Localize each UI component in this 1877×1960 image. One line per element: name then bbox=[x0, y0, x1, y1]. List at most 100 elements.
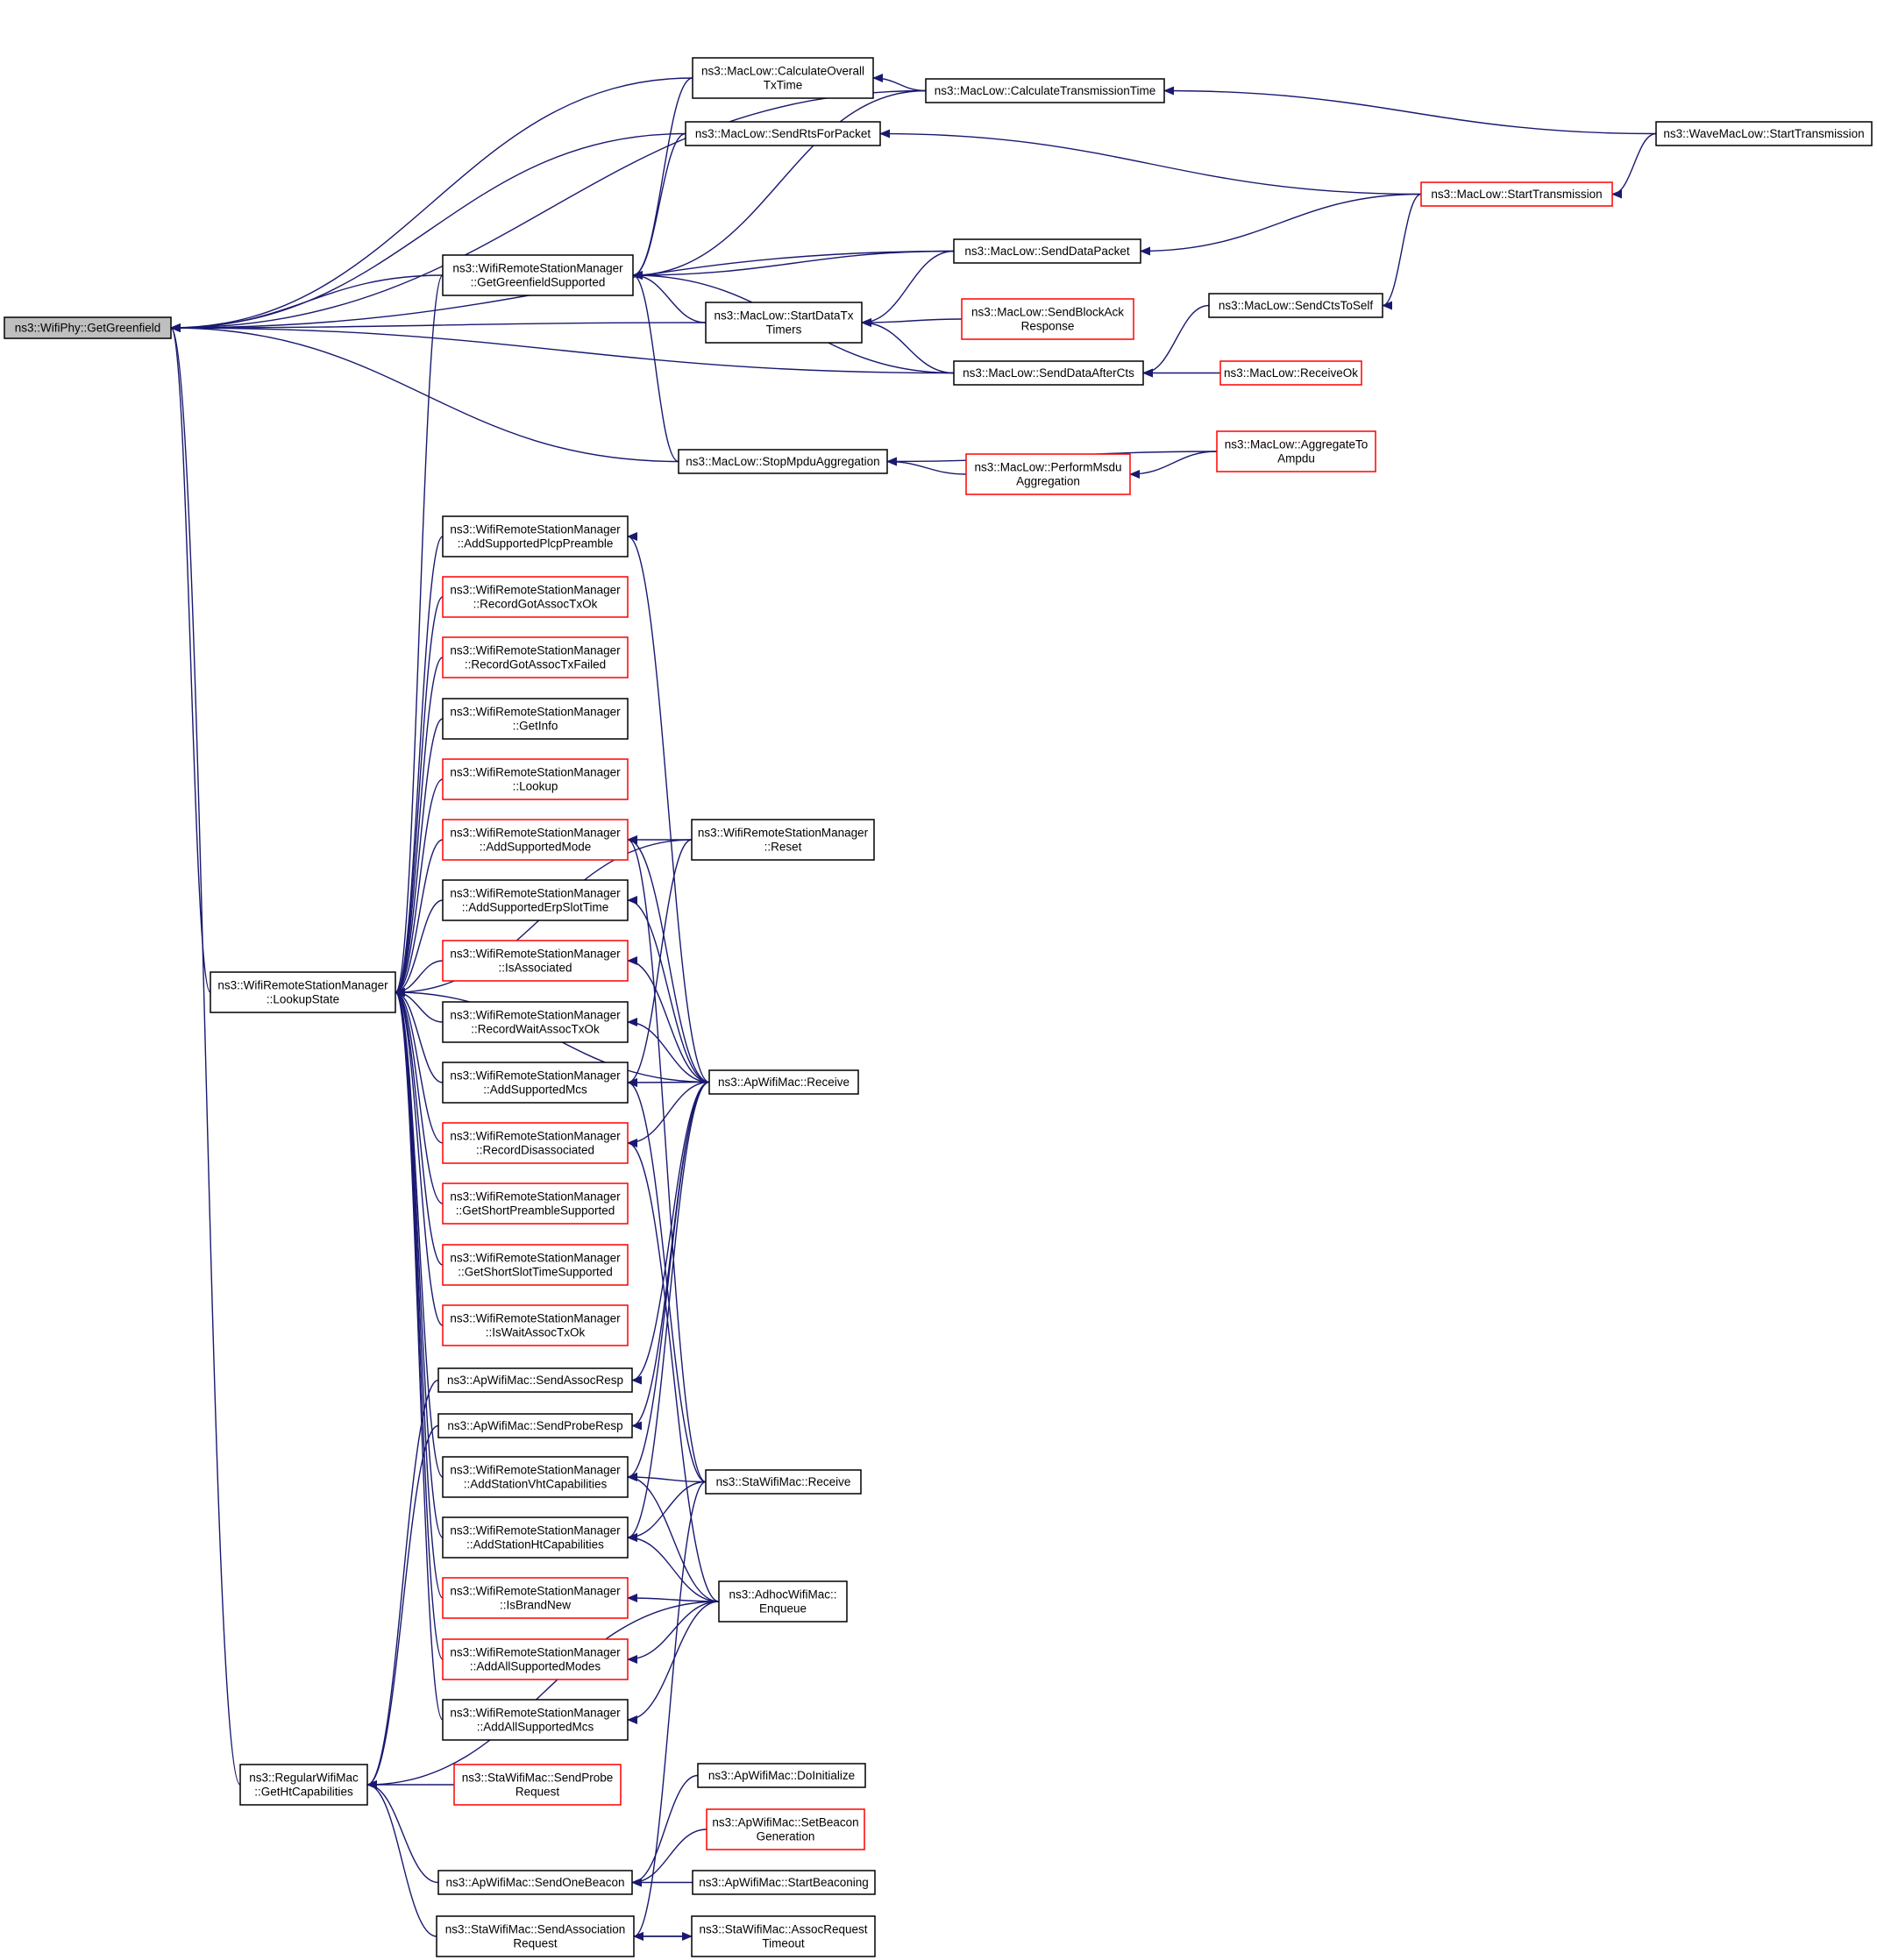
node-box-performmsdu[interactable] bbox=[965, 453, 1131, 495]
node-box-starttx[interactable] bbox=[1420, 181, 1613, 207]
node-recorddisassoc[interactable]: ns3::WifiRemoteStationManager::RecordDis… bbox=[442, 1122, 629, 1164]
node-box-getshortslot[interactable] bbox=[442, 1244, 629, 1286]
node-box-adhocenqueue[interactable] bbox=[718, 1580, 848, 1623]
node-receiveok[interactable]: ns3::MacLow::ReceiveOk bbox=[1219, 360, 1362, 386]
node-recordgotok[interactable]: ns3::WifiRemoteStationManager::RecordGot… bbox=[442, 576, 629, 618]
node-senddatapacket[interactable]: ns3::MacLow::SendDataPacket bbox=[953, 238, 1141, 264]
node-reset[interactable]: ns3::WifiRemoteStationManager::Reset bbox=[691, 819, 875, 861]
node-adhocenqueue[interactable]: ns3::AdhocWifiMac::Enqueue bbox=[718, 1580, 848, 1623]
node-box-stareceive[interactable] bbox=[705, 1469, 862, 1495]
node-getshortpreamble[interactable]: ns3::WifiRemoteStationManager::GetShortP… bbox=[442, 1182, 629, 1225]
node-box-lookupstate[interactable] bbox=[210, 971, 396, 1013]
node-box-addallmodes[interactable] bbox=[442, 1638, 629, 1680]
node-box-adderp[interactable] bbox=[442, 879, 629, 921]
node-box-getht[interactable] bbox=[239, 1764, 368, 1806]
node-box-sendproberesp[interactable] bbox=[437, 1413, 633, 1438]
node-box-lookup[interactable] bbox=[442, 758, 629, 800]
node-box-recordgotok[interactable] bbox=[442, 576, 629, 618]
node-box-addht[interactable] bbox=[442, 1516, 629, 1559]
node-stopmpdu[interactable]: ns3::MacLow::StopMpduAggregation bbox=[678, 449, 888, 474]
node-box-getgreenfield[interactable] bbox=[4, 316, 172, 339]
node-box-senddataafter[interactable] bbox=[953, 360, 1144, 386]
node-box-addvht[interactable] bbox=[442, 1456, 629, 1498]
node-recordgotfailed[interactable]: ns3::WifiRemoteStationManager::RecordGot… bbox=[442, 636, 629, 678]
node-box-addmode[interactable] bbox=[442, 819, 629, 861]
node-addvht[interactable]: ns3::WifiRemoteStationManager::AddStatio… bbox=[442, 1456, 629, 1498]
node-startbeaconing[interactable]: ns3::ApWifiMac::StartBeaconing bbox=[692, 1870, 876, 1895]
node-box-receiveok[interactable] bbox=[1219, 360, 1362, 386]
node-box-aggregatetoampdu[interactable] bbox=[1216, 430, 1376, 472]
node-adderp[interactable]: ns3::WifiRemoteStationManager::AddSuppor… bbox=[442, 879, 629, 921]
node-lookupstate[interactable]: ns3::WifiRemoteStationManager::LookupSta… bbox=[210, 971, 396, 1013]
node-box-sendrts[interactable] bbox=[685, 121, 881, 146]
node-recordwait[interactable]: ns3::WifiRemoteStationManager::RecordWai… bbox=[442, 1001, 629, 1043]
node-box-isassociated[interactable] bbox=[442, 940, 629, 982]
node-addplcp[interactable]: ns3::WifiRemoteStationManager::AddSuppor… bbox=[442, 515, 629, 557]
node-box-getinfo[interactable] bbox=[442, 698, 629, 740]
node-box-addplcp[interactable] bbox=[442, 515, 629, 557]
node-box-startdatatx[interactable] bbox=[705, 302, 863, 344]
node-wavestart[interactable]: ns3::WaveMacLow::StartTransmission bbox=[1655, 121, 1873, 146]
node-iswait[interactable]: ns3::WifiRemoteStationManager::IsWaitAss… bbox=[442, 1304, 629, 1346]
node-stareceive[interactable]: ns3::StaWifiMac::Receive bbox=[705, 1469, 862, 1495]
node-starttx[interactable]: ns3::MacLow::StartTransmission bbox=[1420, 181, 1613, 207]
node-box-reset[interactable] bbox=[691, 819, 875, 861]
node-box-recordwait[interactable] bbox=[442, 1001, 629, 1043]
node-box-addallmcs[interactable] bbox=[442, 1699, 629, 1741]
node-getgreenfield[interactable]: ns3::WifiPhy::GetGreenfield bbox=[4, 316, 172, 339]
node-box-getgfsupported[interactable] bbox=[442, 254, 634, 296]
node-addmcs[interactable]: ns3::WifiRemoteStationManager::AddSuppor… bbox=[442, 1062, 629, 1104]
node-lookup[interactable]: ns3::WifiRemoteStationManager::Lookup bbox=[442, 758, 629, 800]
node-box-doinit[interactable] bbox=[697, 1763, 866, 1788]
node-box-isbrandnew[interactable] bbox=[442, 1577, 629, 1619]
node-getinfo[interactable]: ns3::WifiRemoteStationManager::GetInfo bbox=[442, 698, 629, 740]
node-getshortslot[interactable]: ns3::WifiRemoteStationManager::GetShortS… bbox=[442, 1244, 629, 1286]
node-box-sendassocresp[interactable] bbox=[437, 1367, 633, 1393]
node-box-sendctstoself[interactable] bbox=[1208, 293, 1383, 318]
node-isassociated[interactable]: ns3::WifiRemoteStationManager::IsAssocia… bbox=[442, 940, 629, 982]
node-box-recordgotfailed[interactable] bbox=[442, 636, 629, 678]
node-addmode[interactable]: ns3::WifiRemoteStationManager::AddSuppor… bbox=[442, 819, 629, 861]
node-calctxtime[interactable]: ns3::MacLow::CalculateTransmissionTime bbox=[925, 78, 1165, 103]
node-box-calcoverall[interactable] bbox=[692, 57, 874, 99]
node-sendrts[interactable]: ns3::MacLow::SendRtsForPacket bbox=[685, 121, 881, 146]
node-box-sendblockack[interactable] bbox=[961, 298, 1134, 340]
node-sendassocresp[interactable]: ns3::ApWifiMac::SendAssocResp bbox=[437, 1367, 633, 1393]
node-box-getshortpreamble[interactable] bbox=[442, 1182, 629, 1225]
node-apreceive[interactable]: ns3::ApWifiMac::Receive bbox=[708, 1069, 859, 1095]
node-doinit[interactable]: ns3::ApWifiMac::DoInitialize bbox=[697, 1763, 866, 1788]
node-box-sendprobereq[interactable] bbox=[453, 1764, 622, 1806]
node-senddataafter[interactable]: ns3::MacLow::SendDataAfterCts bbox=[953, 360, 1144, 386]
node-sendproberesp[interactable]: ns3::ApWifiMac::SendProbeResp bbox=[437, 1413, 633, 1438]
node-box-iswait[interactable] bbox=[442, 1304, 629, 1346]
node-box-sendonebeacon[interactable] bbox=[437, 1870, 633, 1895]
node-box-sendassocreq[interactable] bbox=[436, 1915, 635, 1957]
node-box-recorddisassoc[interactable] bbox=[442, 1122, 629, 1164]
node-addallmcs[interactable]: ns3::WifiRemoteStationManager::AddAllSup… bbox=[442, 1699, 629, 1741]
node-sendonebeacon[interactable]: ns3::ApWifiMac::SendOneBeacon bbox=[437, 1870, 633, 1895]
node-box-stopmpdu[interactable] bbox=[678, 449, 888, 474]
node-isbrandnew[interactable]: ns3::WifiRemoteStationManager::IsBrandNe… bbox=[442, 1577, 629, 1619]
node-box-apreceive[interactable] bbox=[708, 1069, 859, 1095]
node-getht[interactable]: ns3::RegularWifiMac::GetHtCapabilities bbox=[239, 1764, 368, 1806]
node-box-calctxtime[interactable] bbox=[925, 78, 1165, 103]
node-box-assoctimeout[interactable] bbox=[691, 1915, 876, 1957]
node-box-senddatapacket[interactable] bbox=[953, 238, 1141, 264]
node-box-addmcs[interactable] bbox=[442, 1062, 629, 1104]
node-sendctstoself[interactable]: ns3::MacLow::SendCtsToSelf bbox=[1208, 293, 1383, 318]
node-box-setbeacon[interactable] bbox=[706, 1808, 865, 1850]
node-addallmodes[interactable]: ns3::WifiRemoteStationManager::AddAllSup… bbox=[442, 1638, 629, 1680]
node-getgfsupported[interactable]: ns3::WifiRemoteStationManager::GetGreenf… bbox=[442, 254, 634, 296]
node-addht[interactable]: ns3::WifiRemoteStationManager::AddStatio… bbox=[442, 1516, 629, 1559]
node-box-startbeaconing[interactable] bbox=[692, 1870, 876, 1895]
node-box-wavestart[interactable] bbox=[1655, 121, 1873, 146]
